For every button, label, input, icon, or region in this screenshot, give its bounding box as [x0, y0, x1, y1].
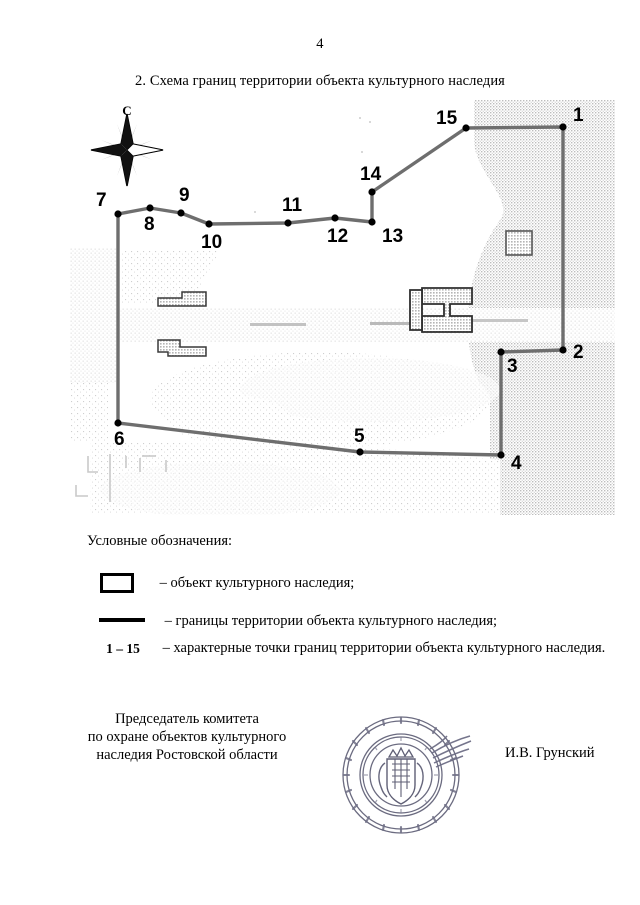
map-graphic: С 12 3 4 5 6 7 8 9 10 1 — [70, 100, 615, 515]
official-seal-stamp — [342, 716, 472, 834]
legend-line-symbol — [99, 618, 145, 623]
compass-north-label: С — [122, 103, 131, 118]
vertex-label-7: 7 — [96, 190, 107, 211]
vertex-label-4: 4 — [511, 453, 522, 474]
signatory-role-line-1: Председатель комитета — [115, 711, 259, 727]
signatory-role-line-2: по охране объектов культурного — [87, 729, 287, 745]
legend-item-points: 1 – 15 – характерные точки границ террит… — [99, 640, 605, 657]
vertex-label-12: 12 — [327, 226, 348, 247]
compass-rose-icon — [90, 113, 164, 187]
signatory-role-line-3: наследия Ростовской области — [96, 747, 278, 763]
signatory-name: И.В. Грунский — [505, 745, 595, 761]
legend-item-points-label: – характерные точки границ территории об… — [162, 640, 606, 657]
vertex-label-3: 3 — [507, 356, 518, 377]
boundary-polyline — [116, 125, 565, 457]
legend-rectangle-symbol — [100, 573, 134, 593]
vertex-label-6: 6 — [114, 429, 125, 450]
vertex-label-13: 13 — [382, 226, 403, 247]
signatory-role: Председатель комитета по охране объектов… — [62, 710, 312, 764]
map-basemap-texture — [70, 100, 615, 515]
legend-title: Условные обозначения: — [87, 533, 233, 549]
vertex-label-10: 10 — [201, 232, 222, 253]
coat-of-arms — [378, 746, 424, 805]
page-title: 2. Схема границ территории объекта культ… — [135, 73, 505, 89]
vertex-label-9: 9 — [179, 185, 190, 206]
legend-item-object-label: – объект культурного наследия; — [159, 574, 355, 591]
legend-item-boundary-label: – границы территории объекта культурного… — [164, 613, 498, 630]
vertex-label-1: 1 — [573, 105, 584, 126]
boundary-vertices — [114, 123, 567, 459]
vertex-label-8: 8 — [144, 214, 155, 235]
vertex-label-15: 15 — [436, 108, 458, 129]
vertex-label-5: 5 — [354, 426, 365, 447]
legend-range-symbol: 1 – 15 — [106, 640, 140, 656]
vertex-label-11: 11 — [282, 195, 303, 216]
legend-item-object: – объект культурного наследия; — [100, 573, 354, 593]
legend-item-boundary: – границы территории объекта культурного… — [99, 613, 497, 630]
page-number: 4 — [316, 36, 324, 52]
map-buildings — [157, 230, 533, 357]
vertex-label-14: 14 — [360, 164, 382, 185]
vertex-label-2: 2 — [573, 342, 584, 363]
